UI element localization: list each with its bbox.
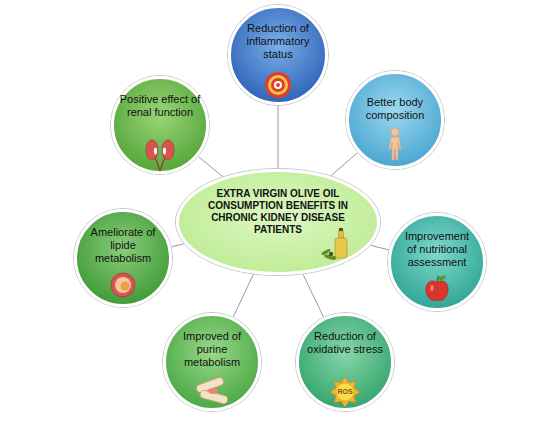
shape-fill [76, 211, 171, 306]
shape-fill [298, 315, 393, 410]
shape-fill [348, 73, 443, 168]
benefit-text: Reduction of oxidative stress [307, 330, 383, 356]
benefit-circle: Positive effect of renal function [110, 75, 210, 175]
circle-outline [295, 312, 395, 412]
icon-label: ROS [330, 388, 360, 395]
shape-fill [230, 7, 327, 104]
shape-rim [388, 213, 487, 312]
benefit-text: Improved of purine metabolism [174, 330, 250, 370]
benefit-circle: Ameliorate of lipide metabolism [73, 208, 173, 308]
benefit-circle: Better body composition [345, 70, 445, 170]
benefit-circle: Reduction of inflammatory status [227, 4, 329, 106]
benefit-text: Improvement of nutritional assessment [399, 230, 475, 270]
shape-rim [296, 313, 395, 412]
connector-line [303, 274, 323, 317]
circle-outline [110, 75, 210, 175]
central-title: EXTRA VIRGIN OLIVE OIL CONSUMPTION BENEF… [192, 188, 364, 236]
connector-line [199, 157, 223, 177]
benefit-text: Better body composition [355, 96, 435, 122]
shape-rim [74, 209, 173, 308]
shape-fill [113, 78, 208, 173]
benefit-circle: Reduction of oxidative stress [295, 312, 395, 412]
shape-rim [111, 76, 210, 175]
shape-fill [178, 171, 379, 274]
shape-rim [176, 169, 381, 276]
shape-fill [165, 315, 260, 410]
connector-line [331, 153, 357, 176]
shape-fill [390, 215, 485, 310]
connector-line [172, 244, 184, 247]
connector-line [233, 274, 253, 316]
connector-line [371, 245, 389, 249]
benefit-text: Reduction of inflammatory status [236, 22, 320, 62]
center-ellipse: EXTRA VIRGIN OLIVE OIL CONSUMPTION BENEF… [175, 168, 381, 276]
benefit-text: Ameliorate of lipide metabolism [85, 226, 161, 266]
benefit-circle: Improvement of nutritional assessment [387, 212, 487, 312]
shape-rim [163, 313, 262, 412]
benefit-text: Positive effect of renal function [119, 93, 201, 119]
shape-rim [346, 71, 445, 170]
benefit-circle: Improved of purine metabolism [162, 312, 262, 412]
shape-rim [228, 5, 329, 106]
connector-line [278, 106, 279, 168]
